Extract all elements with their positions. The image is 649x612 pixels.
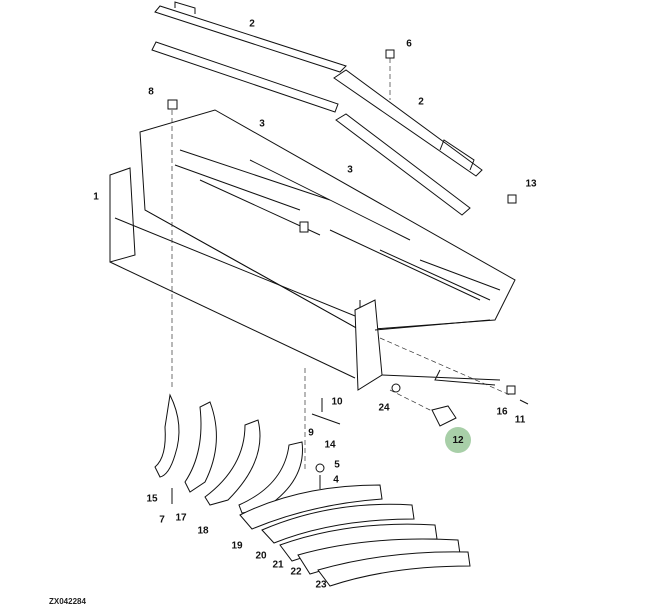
callout-10[interactable]: 10 xyxy=(331,396,343,408)
rail-part-2-right xyxy=(333,69,483,177)
callout-14[interactable]: 14 xyxy=(324,439,336,451)
figure-id: ZX042284 xyxy=(49,597,86,606)
callout-3[interactable]: 3 xyxy=(259,118,265,130)
hardware xyxy=(167,49,529,504)
rail-part-2-left xyxy=(154,1,347,73)
callout-11[interactable]: 11 xyxy=(514,414,526,426)
callout-19[interactable]: 19 xyxy=(231,540,243,552)
callout-7[interactable]: 7 xyxy=(159,514,165,526)
deflector-blades xyxy=(154,393,471,587)
callout-20[interactable]: 20 xyxy=(255,550,267,562)
callout-21[interactable]: 21 xyxy=(272,559,284,571)
hopper-body-part-1 xyxy=(109,109,516,391)
callout-4[interactable]: 4 xyxy=(333,474,339,486)
callout-17[interactable]: 17 xyxy=(175,512,187,524)
callout-9[interactable]: 9 xyxy=(308,427,314,439)
callout-6[interactable]: 6 xyxy=(406,38,412,50)
callout-3[interactable]: 3 xyxy=(347,164,353,176)
strip-part-3-left xyxy=(151,41,339,113)
callout-1[interactable]: 1 xyxy=(93,191,99,203)
callout-5[interactable]: 5 xyxy=(334,459,340,471)
callout-24[interactable]: 24 xyxy=(378,402,390,414)
callout-13[interactable]: 13 xyxy=(525,178,537,190)
callout-12-highlighted[interactable]: 12 xyxy=(445,427,471,453)
callout-15[interactable]: 15 xyxy=(146,493,158,505)
callout-2[interactable]: 2 xyxy=(418,96,424,108)
callout-18[interactable]: 18 xyxy=(197,525,209,537)
callout-16[interactable]: 16 xyxy=(496,406,508,418)
callout-23[interactable]: 23 xyxy=(315,579,327,591)
callout-2[interactable]: 2 xyxy=(249,18,255,30)
strip-part-3-right xyxy=(335,113,471,216)
callout-8[interactable]: 8 xyxy=(148,86,154,98)
part-12-block xyxy=(431,405,457,427)
callout-22[interactable]: 22 xyxy=(290,566,302,578)
